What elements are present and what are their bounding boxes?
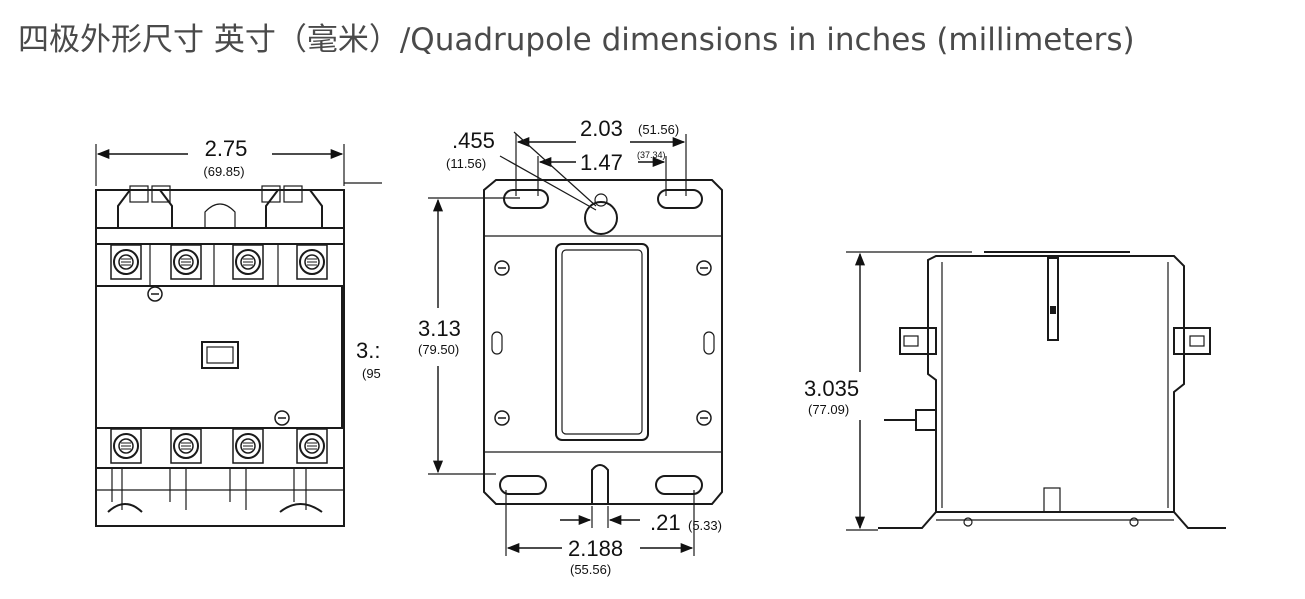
back-height-mm-label: (79.50) xyxy=(418,342,459,357)
inner-span-in-label: 1.47 xyxy=(580,150,623,175)
front-width-in-label: 2.75 xyxy=(205,136,248,161)
side-view: 3.035 (77.09) xyxy=(804,251,1226,531)
back-view: 3.13 (79.50) 2.03 (51.56) 1.47 (37.34) .… xyxy=(418,116,723,577)
inner-span-mm-label: (37.34) xyxy=(637,150,666,160)
slot-offset-mm-label: (11.56) xyxy=(446,156,486,171)
top-span-mm-label: (51.56) xyxy=(638,122,679,137)
slot-width-mm-label: (5.33) xyxy=(688,518,722,533)
slot-offset-in-label: .455 xyxy=(452,128,495,153)
slot-width-in-label: .21 xyxy=(650,510,681,535)
side-height-mm-label: (77.09) xyxy=(808,402,849,417)
front-width-mm-label: (69.85) xyxy=(203,164,244,179)
page-title: 四极外形尺寸 英寸（毫米）/Quadrupole dimensions in i… xyxy=(18,22,1135,58)
front-height-in-label: 3.: xyxy=(356,338,380,363)
front-height-mm-label: (95 xyxy=(362,366,381,381)
front-view: 2.75 (69.85) 3.: (95 xyxy=(95,136,422,527)
side-height-in-label: 3.035 xyxy=(804,376,859,401)
back-height-in-label: 3.13 xyxy=(418,316,461,341)
bottom-span-in-label: 2.188 xyxy=(568,536,623,561)
top-span-in-label: 2.03 xyxy=(580,116,623,141)
bottom-span-mm-label: (55.56) xyxy=(570,562,611,577)
